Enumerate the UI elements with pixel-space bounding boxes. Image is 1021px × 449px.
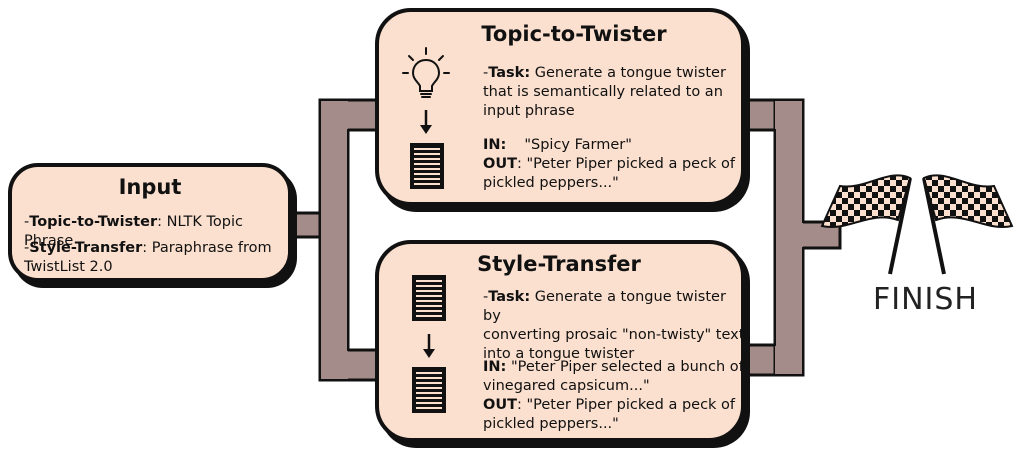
document-icon [412,367,446,413]
style-transfer-box: Style-Transfer -Task: Generate a tongue … [375,240,745,442]
input-line-2-label: Style-Transfer [29,240,143,256]
style-in-label: IN: [483,359,507,375]
checkered-flags-icon [820,174,1014,275]
style-in-text: "Peter Piper selected a bunch of [506,359,744,375]
finish-label: FINISH [873,282,978,317]
topic-task: -Task: Generate a tongue twister that is… [483,65,726,119]
input-box: Input -Topic-to-Twister: NLTK Topic Phra… [8,163,292,282]
document-icon [410,143,444,189]
style-out-text: : "Peter Piper picked a peck of [517,397,736,413]
topic-out-text: : "Peter Piper picked a peck of [517,156,736,172]
topic-io: IN: "Spicy Farmer" OUT: "Peter Piper pick… [483,137,736,191]
input-line-1-text: : NLTK Topic Phrase [24,214,243,249]
document-icon [412,275,446,321]
input-line-1: -Topic-to-Twister: NLTK Topic Phrase [24,214,243,249]
input-line-2: -Style-Transfer: Paraphrase from TwistLi… [24,240,272,275]
topic-in-text: "Spicy Farmer" [524,137,632,153]
input-line-2-text: : Paraphrase from TwistList 2.0 [24,240,272,275]
topic-task-label: Task: [488,65,531,81]
style-out-label: OUT [483,397,517,413]
style-task-label: Task: [488,289,531,305]
input-title: Input [118,175,182,199]
topic-in-label: IN: [483,137,507,153]
style-io: IN: "Peter Piper selected a bunch of vin… [483,359,744,432]
topic-to-twister-box: Topic-to-Twister -Task: Generate a tongu… [375,8,745,206]
topic-out-label: OUT [483,156,517,172]
down-arrow-icon [420,110,432,134]
style-title: Style-Transfer [477,252,641,276]
topic-title: Topic-to-Twister [481,22,667,46]
input-line-1-label: Topic-to-Twister [29,214,158,230]
style-task: -Task: Generate a tongue twister by conv… [483,289,745,362]
left-pipe-stub [288,211,322,239]
down-arrow-icon [423,334,435,358]
lightbulb-icon [402,47,450,98]
